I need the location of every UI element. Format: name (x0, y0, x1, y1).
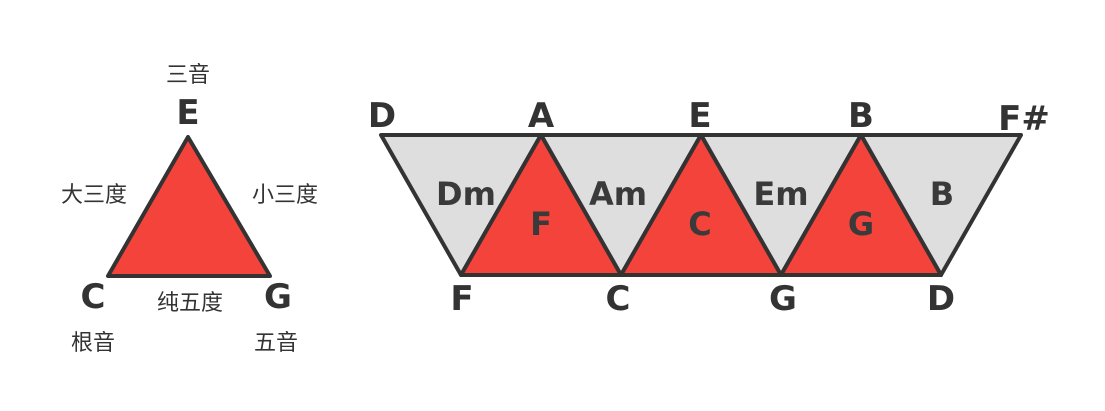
major-chord-label: F (530, 205, 552, 243)
minor-chord-label: Dm (436, 175, 496, 213)
fifth-label: 五音 (254, 331, 298, 356)
top-note-label: D (368, 96, 396, 136)
bottom-note-label: C (606, 279, 631, 319)
major-chord-label: G (848, 205, 874, 243)
bottom-note-label: D (927, 279, 955, 319)
top-note-label: B (848, 96, 874, 136)
top-note-label: A (528, 96, 555, 136)
major-chord-label: C (688, 205, 711, 243)
top-note-label: F# (998, 99, 1050, 139)
bottom-note-label: F (450, 279, 473, 319)
root-label: 根音 (71, 331, 115, 356)
root-note-label: C (81, 277, 106, 317)
triad-triangle (106, 135, 272, 278)
perfect-fifth-label: 纯五度 (157, 291, 223, 316)
top-note-label: E (688, 96, 711, 136)
major-triangle-c (619, 133, 783, 277)
minor-chord-label: Am (589, 175, 647, 213)
bottom-note-label: G (769, 279, 797, 319)
minor-chord-label: Em (753, 175, 808, 213)
major-third-label: 大三度 (61, 183, 127, 208)
third-label: 三音 (166, 63, 210, 88)
major-triangle-g (779, 133, 943, 277)
third-note-label: E (176, 93, 199, 133)
major-triangle-f (459, 133, 623, 277)
minor-chord-label: B (930, 175, 954, 213)
fifth-note-label: G (264, 277, 292, 317)
minor-third-label: 小三度 (252, 183, 318, 208)
